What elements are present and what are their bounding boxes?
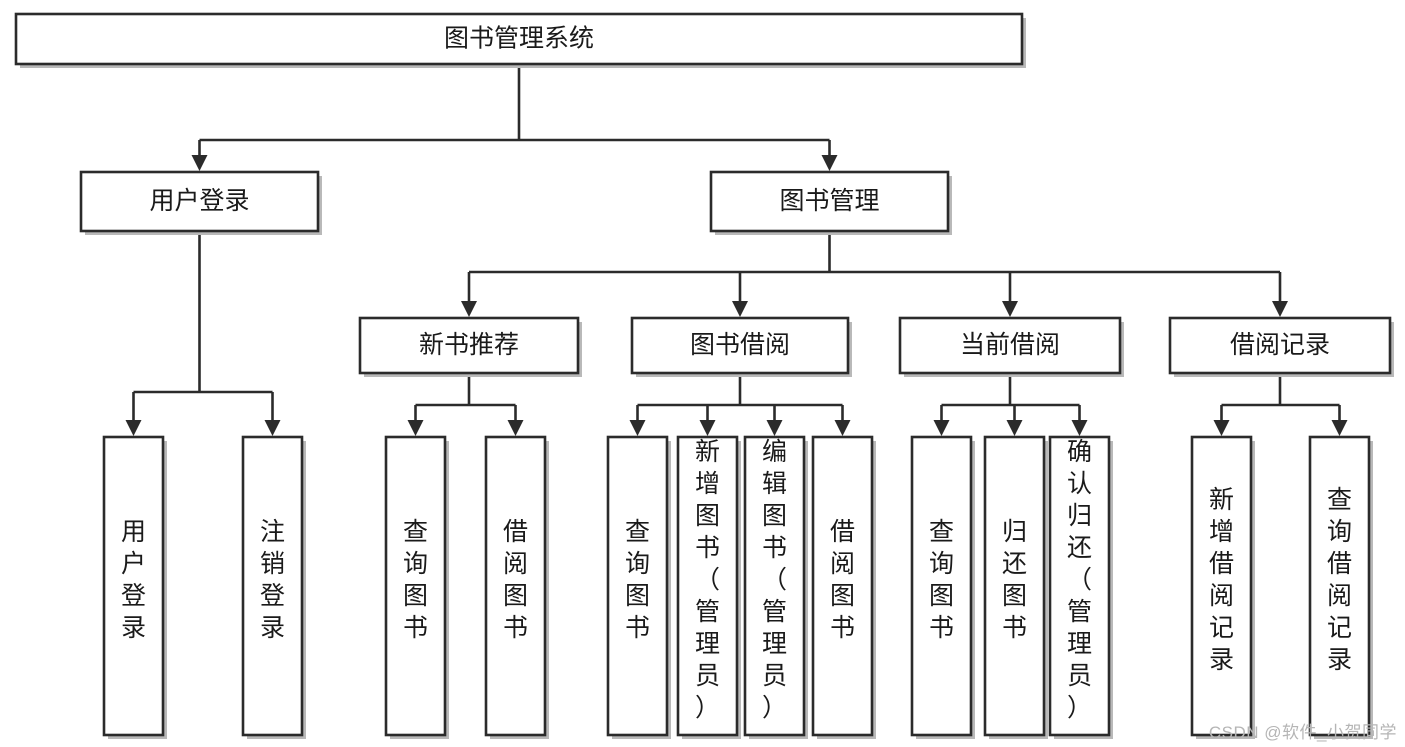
node-box	[606, 435, 669, 737]
arrowhead-icon	[507, 420, 524, 436]
arrowhead-icon	[834, 420, 851, 436]
arrowhead-icon	[1002, 301, 1018, 317]
node-box	[630, 316, 850, 375]
node-label: 查询图书	[625, 518, 650, 642]
node-label: 查询图书	[929, 518, 954, 642]
arrowhead-icon	[1331, 420, 1348, 436]
arrowhead-icon	[732, 301, 748, 317]
node-box	[676, 435, 739, 737]
node-book-manage[interactable]: 图书管理	[709, 170, 952, 235]
arrowhead-icon	[629, 420, 646, 436]
node-label: 确认归还（管理员）	[1067, 438, 1092, 722]
node-leaf-user-logout[interactable]: 注销登录	[241, 435, 306, 739]
node-current-borrow[interactable]: 当前借阅	[898, 316, 1124, 377]
node-leaf-return-book[interactable]: 归还图书	[983, 435, 1048, 739]
node-label: 用户登录	[121, 518, 146, 642]
node-label: 新增图书（管理员）	[695, 438, 720, 722]
arrowhead-icon	[407, 420, 424, 436]
node-label: 图书借阅	[690, 331, 790, 359]
node-box	[1168, 316, 1392, 375]
node-label: 新书推荐	[419, 331, 519, 359]
arrowhead-icon	[125, 420, 142, 436]
arrowhead-icon	[264, 420, 281, 436]
node-box	[14, 12, 1024, 66]
node-leaf-query-book-1[interactable]: 查询图书	[384, 435, 449, 739]
arrowhead-icon	[461, 301, 477, 317]
node-box	[241, 435, 304, 737]
node-leaf-borrow-book-1[interactable]: 借阅图书	[484, 435, 549, 739]
node-root[interactable]: 图书管理系统	[14, 12, 1026, 68]
node-book-borrow[interactable]: 图书借阅	[630, 316, 852, 377]
node-label: 编辑图书（管理员）	[762, 438, 787, 722]
node-label: 查询图书	[403, 518, 428, 642]
node-box	[1190, 435, 1253, 737]
node-user-login[interactable]: 用户登录	[79, 170, 322, 235]
node-leaf-borrow-book-2[interactable]: 借阅图书	[811, 435, 876, 739]
node-leaf-user-login[interactable]: 用户登录	[102, 435, 167, 739]
node-borrow-record[interactable]: 借阅记录	[1168, 316, 1394, 377]
arrowhead-icon	[766, 420, 783, 436]
arrowhead-icon	[699, 420, 716, 436]
node-label: 借阅图书	[830, 518, 855, 642]
arrowhead-icon	[1213, 420, 1230, 436]
node-leaf-add-record[interactable]: 新增借阅记录	[1190, 435, 1255, 739]
node-label: 图书管理系统	[444, 25, 594, 53]
edges-layer	[125, 64, 1348, 436]
node-leaf-add-book[interactable]: 新增图书（管理员）	[676, 435, 741, 739]
node-label: 当前借阅	[960, 331, 1060, 359]
node-box	[102, 435, 165, 737]
node-box	[358, 316, 580, 375]
arrowhead-icon	[1006, 420, 1023, 436]
node-leaf-query-record[interactable]: 查询借阅记录	[1308, 435, 1373, 739]
arrowhead-icon	[821, 155, 838, 171]
node-box	[983, 435, 1046, 737]
node-label: 查询借阅记录	[1327, 486, 1352, 674]
node-box	[1048, 435, 1111, 737]
node-box	[709, 170, 950, 233]
node-label: 图书管理	[779, 187, 879, 215]
nodes-layer: 图书管理系统用户登录图书管理新书推荐图书借阅当前借阅借阅记录用户登录注销登录查询…	[14, 12, 1394, 739]
node-box	[743, 435, 806, 737]
node-box	[79, 170, 320, 233]
node-label: 归还图书	[1002, 518, 1027, 642]
node-leaf-query-book-3[interactable]: 查询图书	[910, 435, 975, 739]
node-box	[910, 435, 973, 737]
node-leaf-edit-book[interactable]: 编辑图书（管理员）	[743, 435, 808, 739]
node-box	[384, 435, 447, 737]
node-new-book-rec[interactable]: 新书推荐	[358, 316, 582, 377]
node-label: 借阅记录	[1230, 331, 1330, 359]
node-box	[811, 435, 874, 737]
arrowhead-icon	[1272, 301, 1288, 317]
arrowhead-icon	[191, 155, 208, 171]
node-box	[484, 435, 547, 737]
node-box	[898, 316, 1122, 375]
node-label: 注销登录	[260, 518, 285, 642]
node-label: 新增借阅记录	[1209, 486, 1234, 674]
node-leaf-query-book-2[interactable]: 查询图书	[606, 435, 671, 739]
node-label: 用户登录	[149, 187, 249, 215]
arrowhead-icon	[1071, 420, 1088, 436]
node-label: 借阅图书	[503, 518, 528, 642]
arrowhead-icon	[933, 420, 950, 436]
node-box	[1308, 435, 1371, 737]
node-leaf-confirm-return[interactable]: 确认归还（管理员）	[1048, 435, 1113, 739]
